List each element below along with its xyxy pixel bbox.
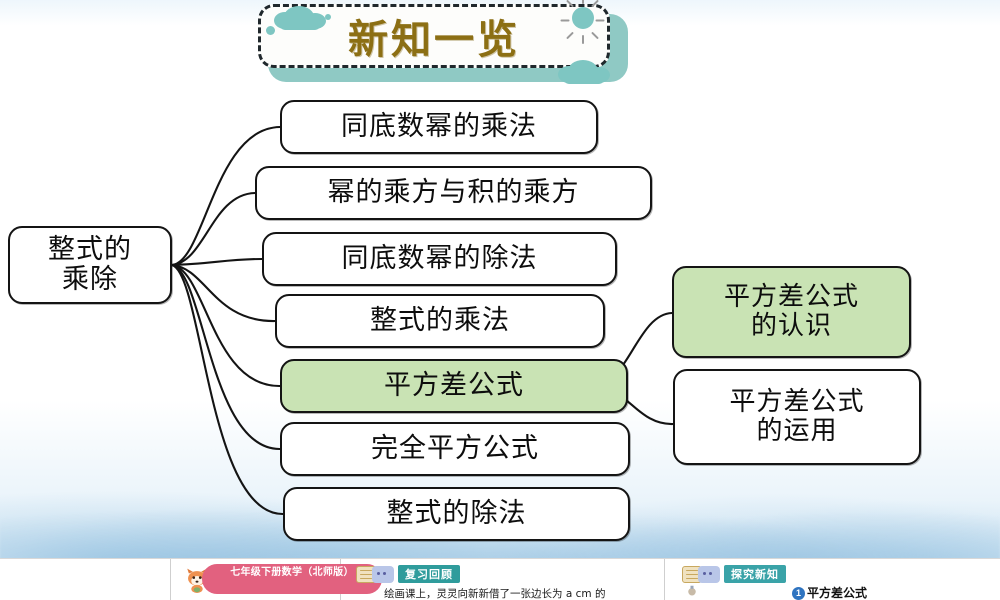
- slide-2-body: 绘画课上，灵灵向新新借了一张边长为 a cm 的: [384, 588, 606, 600]
- leaf-label-1: 平方差公式的认识: [723, 281, 859, 341]
- mindmap-leaf-node-2[interactable]: 平方差公式的运用: [673, 369, 921, 465]
- leaf-label-2: 平方差公式的运用: [729, 386, 865, 446]
- title-banner: 新知一览: [258, 0, 628, 84]
- mindmap-branch-node-4[interactable]: 整式的乘法: [275, 294, 605, 348]
- slide-thumbnail-1[interactable]: 七年级下册数学（北师版）: [170, 559, 382, 600]
- speech-bubble-icon: [372, 565, 394, 583]
- slide-1-badge: 七年级下册数学（北师版）: [202, 564, 382, 594]
- mindmap-branch-node-6[interactable]: 完全平方公式: [280, 422, 630, 476]
- slide-3-tag: 探究新知: [682, 565, 786, 583]
- page-title: 新知一览: [348, 16, 520, 63]
- branch-label-2: 幂的乘方与积的乘方: [327, 176, 580, 208]
- root-label: 整式的乘除: [48, 233, 132, 295]
- slide-3-heading-text: 平方差公式: [807, 586, 868, 600]
- slide-2-tag: 复习回顾: [356, 565, 460, 583]
- dot-small-icon: [266, 26, 275, 35]
- strip-divider-1: [170, 559, 171, 600]
- branch-label-6: 完全平方公式: [371, 432, 539, 464]
- slide-thumbnail-strip: 七年级下册数学（北师版） 复习回顾 绘画课上，灵灵向新新借了一张边长为 a cm…: [0, 558, 1000, 600]
- branch-label-5: 平方差公式: [384, 369, 524, 401]
- slide-2-tag-label: 复习回顾: [398, 565, 460, 583]
- mindmap-branch-node-3[interactable]: 同底数幂的除法: [262, 232, 617, 286]
- mini-figure-icon: [688, 585, 696, 596]
- branch-label-3: 同底数幂的除法: [341, 242, 538, 274]
- mindmap-branch-node-5[interactable]: 平方差公式: [280, 359, 628, 413]
- mindmap-branch-node-2[interactable]: 幂的乘方与积的乘方: [255, 166, 652, 220]
- mindmap-leaf-node-1[interactable]: 平方差公式的认识: [672, 266, 911, 358]
- mindmap-branch-node-7[interactable]: 整式的除法: [283, 487, 630, 541]
- mindmap-root-node[interactable]: 整式的乘除: [8, 226, 172, 304]
- branch-label-7: 整式的除法: [386, 497, 527, 529]
- branch-label-4: 整式的乘法: [370, 304, 510, 336]
- note-icon: [356, 565, 376, 583]
- slide-thumbnail-2[interactable]: 复习回顾 绘画课上，灵灵向新新借了一张边长为 a cm 的: [340, 559, 664, 600]
- branch-label-1: 同底数幂的乘法: [341, 110, 537, 142]
- slide-3-tag-label: 探究新知: [724, 565, 786, 583]
- slide-3-heading-number: 1: [792, 587, 805, 600]
- speech-bubble-icon: [698, 565, 720, 583]
- strip-divider-3: [664, 559, 665, 600]
- dot-tiny-icon: [325, 14, 331, 20]
- mindmap-branch-node-1[interactable]: 同底数幂的乘法: [280, 100, 598, 154]
